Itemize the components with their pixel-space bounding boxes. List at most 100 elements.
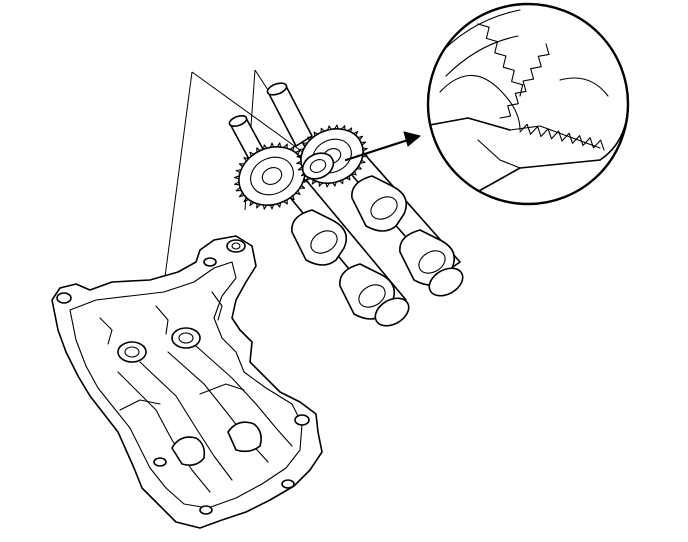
drive-gear-tooth	[256, 203, 261, 209]
drive-gear-tooth	[276, 202, 282, 208]
inset-lower-tooth-row	[499, 43, 550, 119]
driven-gear-tooth	[351, 170, 357, 176]
camshaft-front-nose-end	[228, 114, 248, 128]
inset-left-tooth-row	[477, 23, 524, 97]
drive-gear-tooth	[302, 178, 309, 183]
detail-inset-frame	[426, 2, 630, 206]
driven-gear-tooth	[327, 125, 332, 131]
housing-rib-5	[199, 383, 245, 395]
drive-gear-hub	[250, 156, 294, 196]
driven-gear-tooth	[320, 127, 325, 133]
housing-journal-front-1-inner	[124, 346, 140, 358]
arrow-head	[403, 131, 422, 147]
driven-gear-tooth	[318, 181, 324, 187]
driven-gear-tooth	[334, 124, 339, 130]
drive-gear-tooth	[235, 187, 242, 192]
drive-gear-tooth	[262, 144, 268, 150]
housing	[51, 235, 323, 529]
inset-gear-right-body	[539, 4, 628, 161]
drive-gear-tooth	[249, 200, 255, 207]
housing-outline	[51, 235, 323, 529]
inset-upper-tooth-row	[519, 123, 605, 151]
drive-gear-tooth	[234, 181, 240, 186]
housing-rib-2	[155, 305, 169, 335]
drive-gear-tooth	[283, 199, 288, 205]
camshaft-rear-lobe-1-face	[370, 196, 398, 220]
driven-gear-tooth	[332, 181, 337, 187]
housing-bolt-hole-4	[294, 414, 310, 426]
housing-bolt-hole-2	[226, 239, 246, 253]
driven-gear-tooth	[362, 147, 368, 152]
drive-gear	[234, 142, 310, 210]
inset-mesh-line	[509, 125, 601, 149]
inset-gear-left-rim-2	[445, 35, 519, 77]
inset-shaft-upper	[428, 117, 511, 131]
inset-teeth-upper	[519, 123, 605, 151]
leader-line-left-b	[191, 71, 301, 151]
driven-gear-tooth	[325, 182, 330, 188]
camshaft-rear-lobe-1	[351, 175, 408, 232]
scissor-gear-inner	[309, 159, 327, 173]
drive-gear-tooth	[276, 142, 282, 148]
driven-gear-tooth	[296, 154, 303, 159]
inset-gear-right-inner	[559, 77, 609, 97]
driven-gear-tooth	[298, 148, 305, 153]
housing-bolt-hole-5	[153, 457, 167, 467]
driven-gear-tooth	[360, 141, 367, 146]
driven-gear-tooth	[297, 166, 304, 171]
driven-gear-teeth	[296, 124, 368, 188]
driven-gear-tooth	[339, 179, 344, 185]
housing-rib-3	[211, 291, 223, 321]
driven-gear-tooth	[313, 131, 319, 137]
driven-gear-tooth	[347, 127, 353, 133]
driven-gear-tooth	[307, 136, 313, 142]
drive-gear-bore	[261, 167, 283, 185]
housing-bolt-hole-1	[56, 292, 72, 304]
drive-gear-tooth	[289, 195, 295, 201]
camshaft-rear-nose-end	[266, 82, 288, 96]
housing-rib-1	[99, 317, 113, 345]
drive-gear-tooth	[238, 163, 245, 168]
drive-gear-tooth	[234, 175, 240, 180]
housing-saddle-rear-2	[227, 421, 262, 453]
inset-teeth-left	[477, 23, 524, 97]
driven-gear-tooth	[340, 125, 346, 131]
camshaft-front-lobe-1-face	[310, 230, 338, 254]
housing-bolt-hole-6	[199, 505, 213, 515]
arrow	[344, 131, 422, 162]
drive-gear-tooth	[262, 204, 268, 210]
drive-gear-tooth	[238, 192, 245, 198]
driven-gear-tooth	[356, 165, 362, 170]
drive-gear-tooth	[243, 196, 250, 203]
housing-rib-4	[119, 399, 161, 411]
housing-bolt-hole-3	[203, 257, 217, 267]
housing-channel-1	[117, 371, 211, 493]
driven-gear-tooth	[357, 135, 364, 141]
camshaft-rear-lobe-2-face	[418, 250, 446, 274]
camshaft-front-lobe-1	[291, 209, 348, 266]
driven-gear-tooth	[359, 159, 366, 164]
camshaft-front-end	[374, 297, 410, 327]
arrow-shaft	[344, 138, 410, 162]
housing-journal-front-1	[117, 341, 147, 363]
driven-gear-tooth	[296, 160, 302, 165]
drive-gear-tooth	[243, 157, 250, 162]
housing-channel-2	[139, 361, 233, 481]
drive-gear-tooth	[283, 143, 288, 149]
drive-gear-tooth	[269, 142, 275, 148]
driven-gear-tooth	[352, 130, 359, 137]
inset-gear-left-face	[439, 75, 521, 131]
housing-channel-4	[195, 345, 293, 447]
inset-teeth-lower	[499, 43, 550, 119]
drive-gear-tooth	[294, 190, 301, 195]
housing-bolt-hole-7	[281, 479, 295, 489]
housing-bolt-hole-2-inner	[231, 242, 241, 250]
scissor-gear	[301, 152, 335, 180]
drive-gear-tooth	[235, 169, 242, 174]
drive-gear-tooth	[299, 184, 306, 189]
housing-saddle-rear-1	[171, 436, 206, 466]
detail-inset	[426, 2, 630, 206]
drive-gear-tooth	[269, 204, 275, 210]
